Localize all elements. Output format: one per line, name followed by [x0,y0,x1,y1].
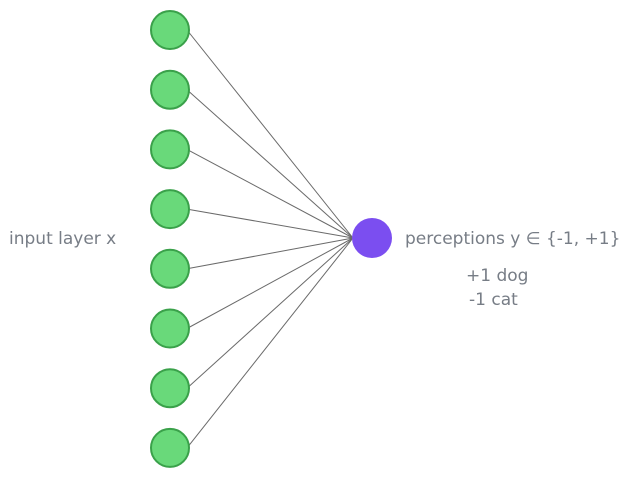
input-node-7 [150,368,190,409]
class-label-cat: -1 cat [469,290,518,310]
edge-8 [186,237,354,449]
output-label: perceptions y ∈ {-1, +1} [405,229,621,249]
input-layer-nodes [150,10,190,468]
edge-7 [186,237,354,389]
input-node-2 [150,69,190,110]
edge-2 [186,89,354,239]
edge-5 [186,237,354,270]
connection-edges [186,29,354,449]
edge-1 [186,29,354,239]
input-node-1 [150,10,190,50]
input-node-4 [150,189,190,230]
edge-6 [186,237,354,329]
output-node [352,218,392,258]
input-node-6 [150,308,190,349]
edge-3 [186,148,354,239]
class-label-dog: +1 dog [466,266,529,286]
edge-4 [186,208,354,239]
input-node-3 [150,129,190,170]
input-node-8 [150,427,190,468]
input-layer-label: input layer x [9,229,117,249]
input-node-5 [150,248,190,289]
